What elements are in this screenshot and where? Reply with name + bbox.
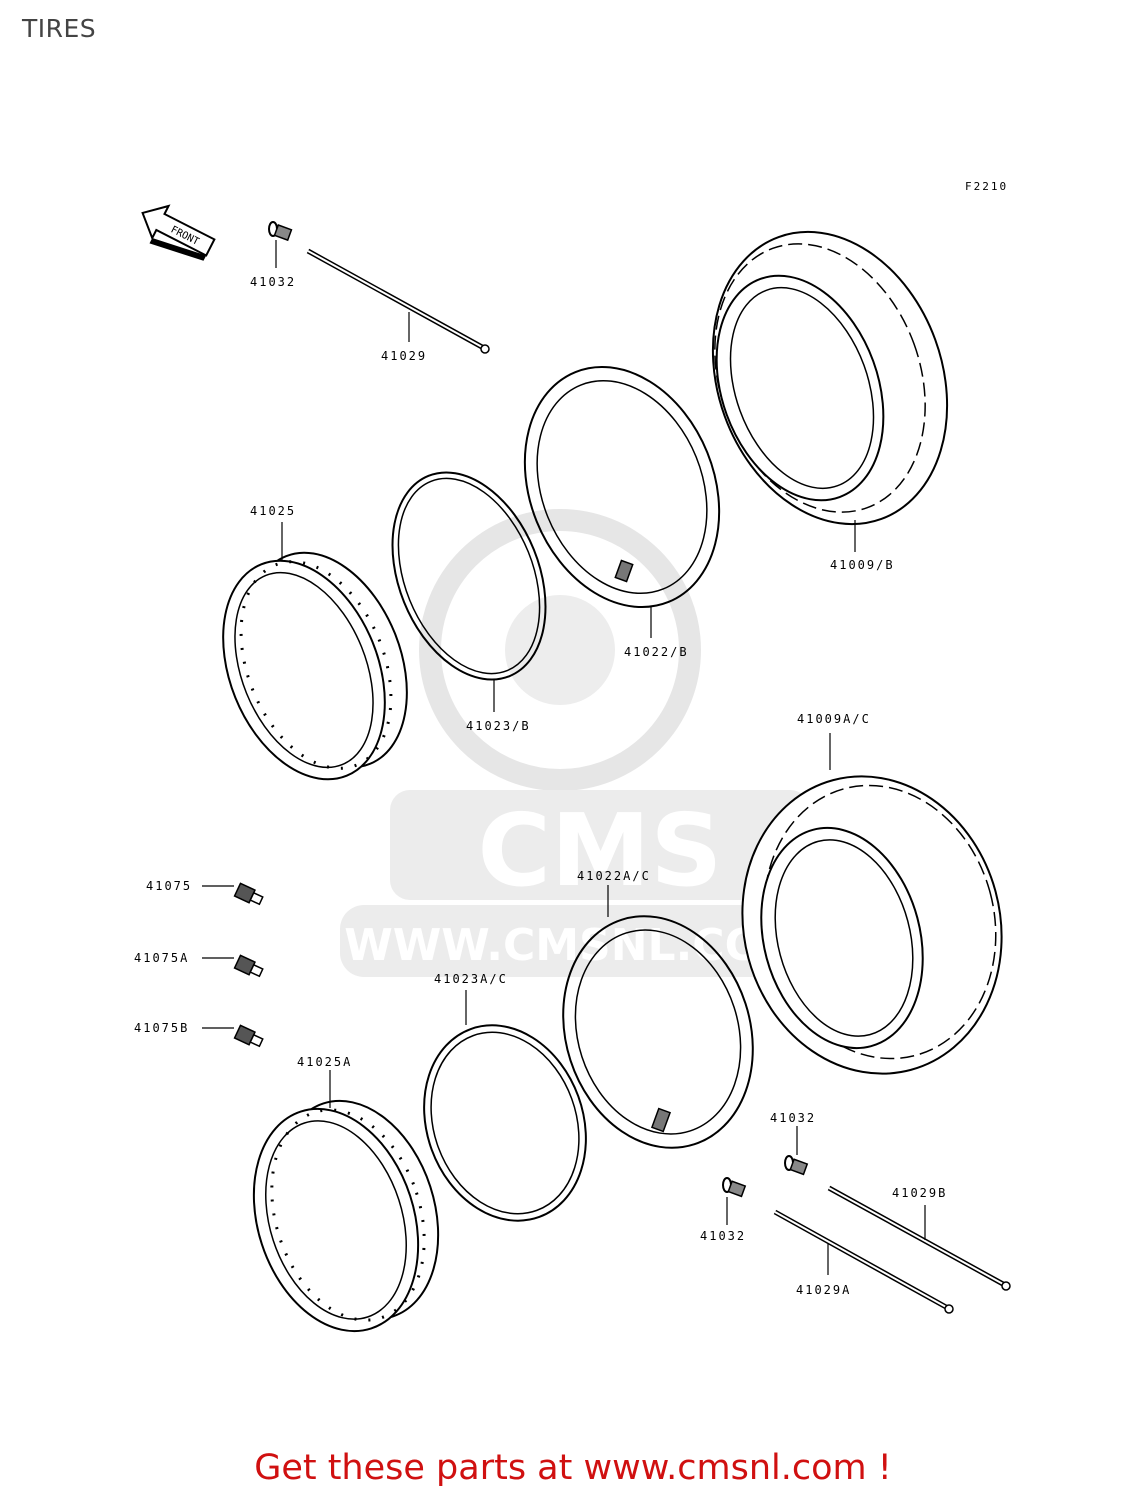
watermark-url-box — [340, 905, 810, 977]
figure-ref: F2210 — [965, 180, 1008, 193]
label-41075b: 41075B — [134, 1021, 189, 1035]
label-41023ac: 41023A/C — [434, 972, 508, 986]
weight-41075 — [233, 882, 264, 906]
spoke-41029b — [827, 1185, 1011, 1291]
label-41032-mid: 41032 — [700, 1229, 746, 1243]
label-41009ac: 41009A/C — [797, 712, 871, 726]
label-41025: 41025 — [250, 504, 296, 518]
valve-41032-right — [784, 1155, 809, 1176]
watermark-brand-box — [390, 790, 810, 900]
inner-tube-41022b — [523, 365, 721, 609]
weight-41075a — [233, 954, 264, 978]
label-41025a: 41025A — [297, 1055, 352, 1069]
label-41029: 41029 — [381, 349, 427, 363]
label-41075a: 41075A — [134, 951, 189, 965]
tire-41009b — [711, 230, 949, 526]
rim-band-41023ac — [423, 1024, 587, 1222]
label-41023b: 41023/B — [466, 719, 531, 733]
rim-41025 — [222, 551, 408, 781]
rim-band-41023b — [391, 471, 547, 681]
label-41029b: 41029B — [892, 1186, 947, 1200]
footer-link[interactable]: Get these parts at www.cmsnl.com ! — [254, 1448, 892, 1488]
label-41022b: 41022/B — [624, 645, 689, 659]
watermark-logo-center — [505, 595, 615, 705]
watermark-logo-ring — [419, 509, 701, 791]
label-41009b: 41009/B — [830, 558, 895, 572]
tire-41009ac — [741, 775, 1003, 1075]
label-41032-right: 41032 — [770, 1111, 816, 1125]
rim-41025a — [252, 1099, 440, 1333]
spoke-41029 — [306, 248, 490, 354]
page-title: TIRES — [22, 14, 97, 43]
watermark-brand: CMS — [478, 792, 723, 909]
watermark: CMS WWW.CMSNL.COM — [340, 509, 810, 977]
label-41075: 41075 — [146, 879, 192, 893]
label-41022ac: 41022A/C — [577, 869, 651, 883]
spoke-41029a — [773, 1209, 954, 1314]
label-41029a: 41029A — [796, 1283, 851, 1297]
valve-41032-top — [268, 221, 293, 242]
weight-41075b — [233, 1024, 264, 1048]
valve-41032-mid — [722, 1177, 747, 1198]
label-41032-top: 41032 — [250, 275, 296, 289]
inner-tube-41022ac — [562, 915, 754, 1149]
front-arrow-icon: FRONT — [141, 204, 216, 261]
